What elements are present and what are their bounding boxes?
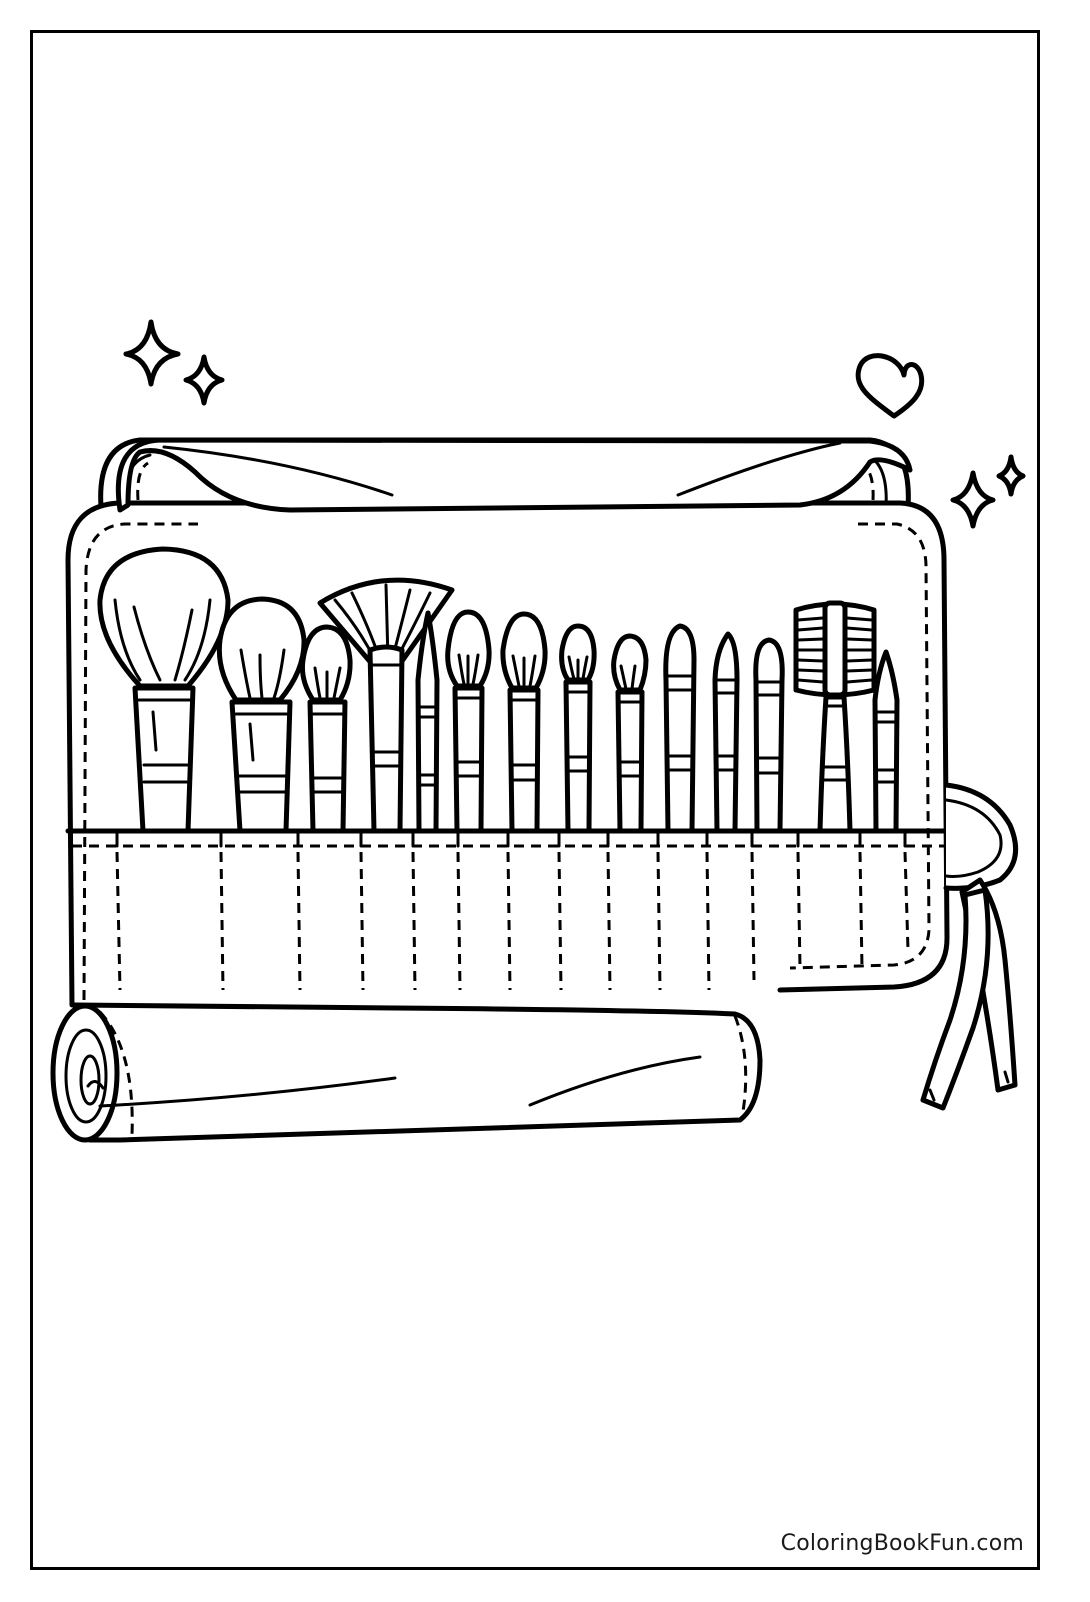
brush-large-powder [97, 546, 231, 834]
brush-eyeshadow-1 [445, 609, 492, 834]
heart-icon [855, 353, 925, 419]
brush-small-round-2 [559, 623, 597, 834]
brush-eyeshadow-2 [500, 611, 548, 834]
brush-small-round-3 [611, 633, 649, 834]
brush-pointed-detail [872, 649, 900, 834]
brush-blush [216, 596, 307, 834]
sparkle-icon-small [183, 354, 225, 406]
brush-angled [712, 631, 740, 834]
sparkle-icon-right-large [950, 470, 996, 529]
brush-small-round [300, 624, 353, 834]
brush-pointed-liner [415, 610, 440, 834]
spoolie-comb [793, 600, 877, 834]
brush-flat-concealer [663, 623, 697, 834]
watermark-text: ColoringBookFun.com [780, 1531, 1024, 1556]
tie-ribbons [920, 782, 1019, 1111]
brush-dome [753, 637, 785, 834]
brush-fan [317, 577, 455, 834]
sparkle-icon-right-small [996, 454, 1026, 497]
sparkle-icon-large [123, 319, 181, 387]
pocket-dividers [115, 830, 910, 991]
rolled-end [50, 1002, 763, 1143]
